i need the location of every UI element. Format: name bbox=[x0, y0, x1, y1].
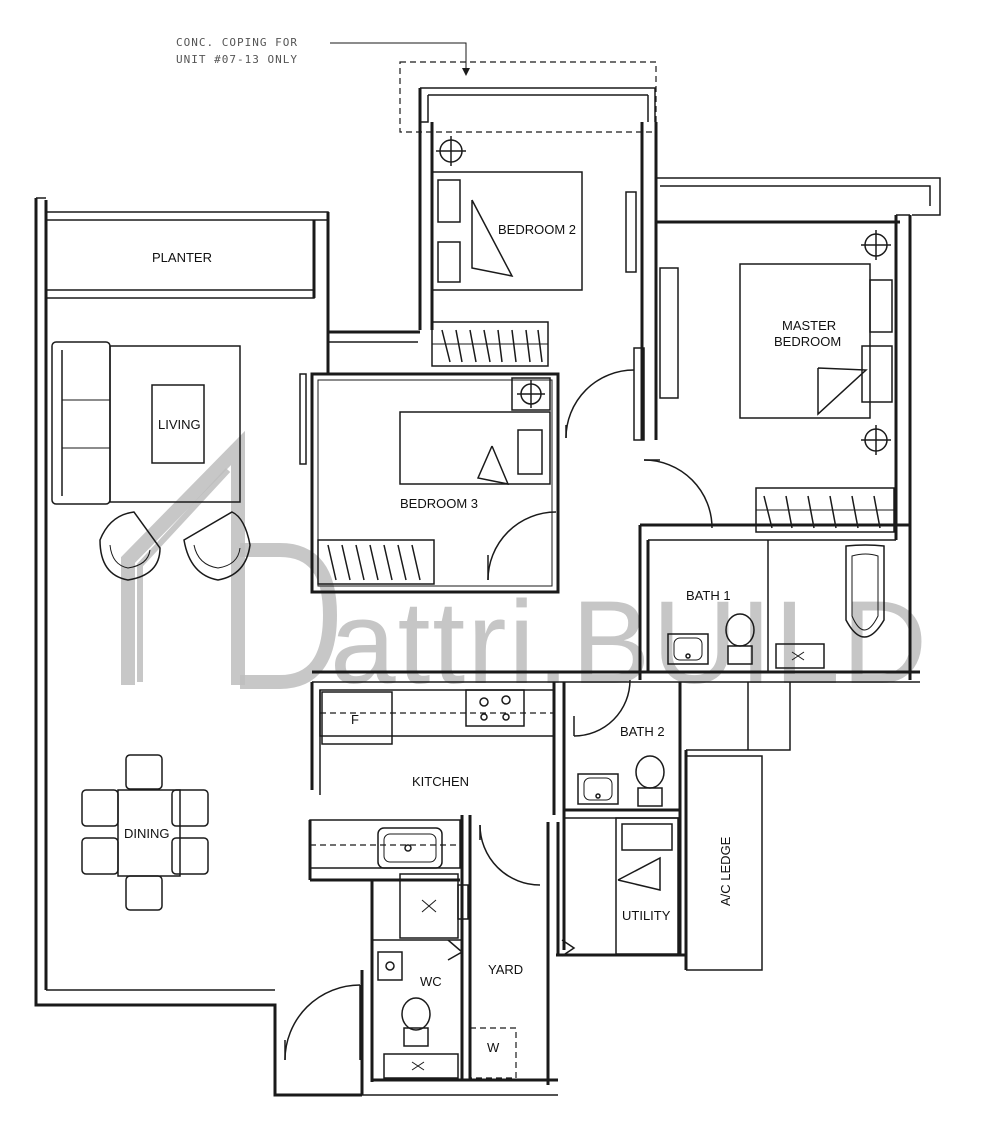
doors bbox=[284, 191, 713, 1061]
utility-bed bbox=[615, 817, 679, 955]
label-dining: DINING bbox=[124, 826, 170, 841]
coping-note: CONC. COPING FOR UNIT #07-13 ONLY bbox=[176, 36, 657, 133]
label-wc: WC bbox=[420, 974, 442, 989]
wc-yard-fixtures bbox=[377, 873, 576, 1079]
label-ac-ledge: A/C LEDGE bbox=[718, 836, 733, 906]
bath2-fixtures bbox=[577, 755, 665, 807]
label-living: LIVING bbox=[158, 417, 201, 432]
kitchen-fixtures bbox=[321, 689, 525, 869]
watermark: attri.BUILD bbox=[121, 430, 929, 709]
label-bedroom2: BEDROOM 2 bbox=[498, 222, 576, 237]
label-bedroom3: BEDROOM 3 bbox=[400, 496, 478, 511]
label-planter: PLANTER bbox=[152, 250, 212, 265]
label-washer: W bbox=[487, 1040, 500, 1055]
bedroom2-furniture bbox=[431, 136, 583, 367]
label-bath1: BATH 1 bbox=[686, 588, 731, 603]
label-kitchen: KITCHEN bbox=[412, 774, 469, 789]
bedroom3-furniture bbox=[317, 377, 551, 585]
bath1-fixtures bbox=[667, 544, 885, 669]
dining-table bbox=[81, 754, 209, 911]
coping-note-line2: UNIT #07-13 ONLY bbox=[176, 53, 298, 66]
sofa-set bbox=[51, 341, 251, 581]
master-furniture bbox=[739, 230, 895, 533]
label-master-line1: MASTER bbox=[782, 318, 836, 333]
label-bath2: BATH 2 bbox=[620, 724, 665, 739]
label-utility: UTILITY bbox=[622, 908, 671, 923]
label-master-line2: BEDROOM bbox=[774, 334, 841, 349]
label-yard: YARD bbox=[488, 962, 523, 977]
label-fridge: F bbox=[351, 712, 359, 727]
watermark-text: attri.BUILD bbox=[330, 577, 929, 709]
coping-note-line1: CONC. COPING FOR bbox=[176, 36, 298, 49]
